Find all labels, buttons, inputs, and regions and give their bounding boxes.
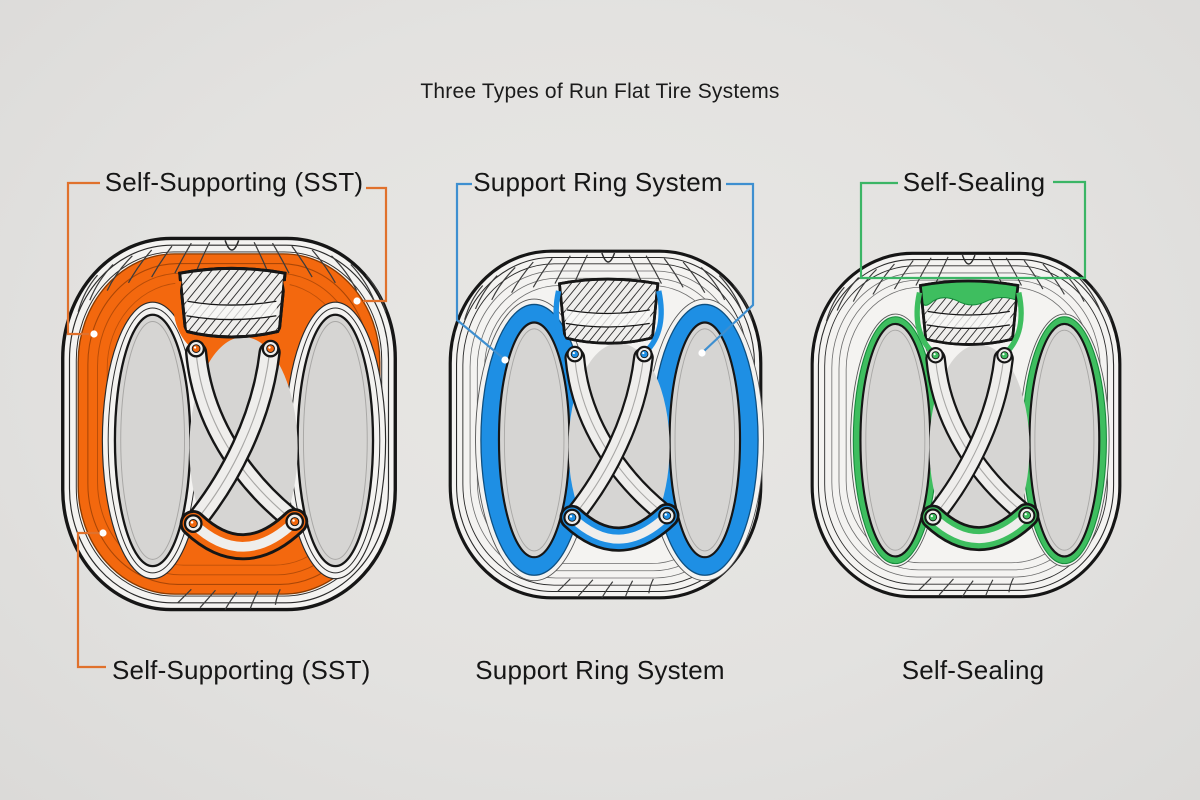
label-top-self-supporting: Self-Supporting (SST) [104, 167, 364, 197]
tire-cutaway-self-sealing [805, 231, 1127, 619]
tire-cutaway-self-supporting [55, 225, 403, 623]
label-top-self-sealing: Self-Sealing [902, 167, 1046, 197]
label-bottom-self-supporting: Self-Supporting (SST) [112, 655, 371, 685]
page-title: Three Types of Run Flat Tire Systems [420, 80, 780, 103]
tire-cutaway-support-ring [443, 231, 768, 618]
label-bottom-support-ring: Support Ring System [475, 655, 725, 685]
label-bottom-self-sealing: Self-Sealing [901, 655, 1045, 685]
label-top-support-ring: Support Ring System [473, 167, 723, 197]
